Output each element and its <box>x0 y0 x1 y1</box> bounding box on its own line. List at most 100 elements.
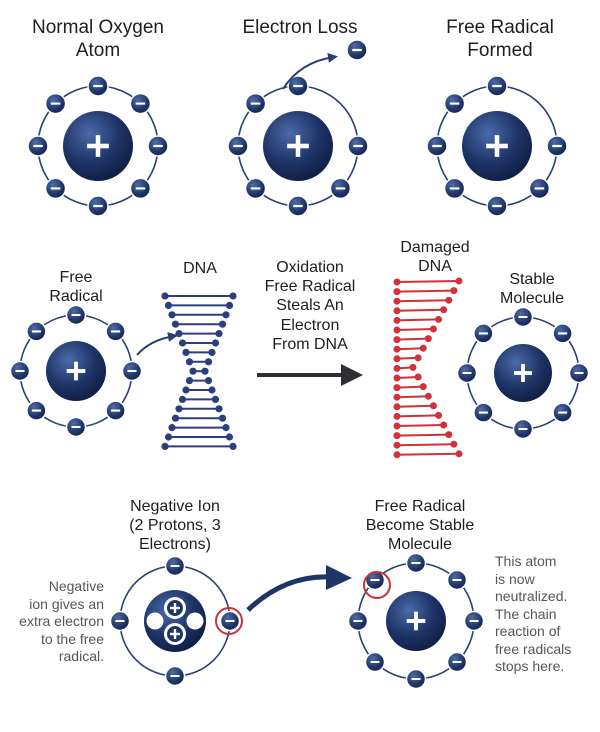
label-normal-oxygen-atom: Normal Oxygen Atom <box>32 17 164 61</box>
atom-negative-ion <box>109 555 241 687</box>
dna-base-pair <box>185 358 213 366</box>
atom-free-radical <box>9 304 143 438</box>
electron-icon <box>87 75 109 97</box>
positive-nucleus-icon <box>46 341 106 401</box>
atom-normal-oxygen <box>27 75 169 217</box>
electron-icon <box>129 92 152 115</box>
ion-nucleus <box>144 590 206 652</box>
dna-base-pair <box>178 339 220 347</box>
label-negative-ion: Negative Ion (2 Protons, 3 Electrons) <box>129 498 221 554</box>
atom-free-radical-stable <box>347 552 485 690</box>
electron-icon <box>65 304 87 326</box>
label-oxidation: Oxidation Free Radical Steals An Electro… <box>264 259 356 353</box>
electron-icon <box>109 610 131 632</box>
electron-transfer-arrow-icon <box>246 565 352 612</box>
electron-icon <box>552 402 573 423</box>
electron-icon <box>9 360 31 382</box>
damaged-base-pair <box>393 440 458 449</box>
atoms-layer <box>9 39 590 690</box>
damaged-base-pair <box>393 277 463 286</box>
electron-icon <box>244 92 267 115</box>
electron-icon <box>426 135 448 157</box>
dna-base-pair <box>175 330 223 338</box>
label-neutralized-note: This atom is now neutralized. The chain … <box>495 553 572 674</box>
atom-free-radical-formed <box>426 75 568 217</box>
electron-icon <box>164 555 186 577</box>
electron-icon <box>463 610 485 632</box>
dna-base-pair <box>182 386 216 394</box>
damaged-base-pair <box>393 296 453 305</box>
damaged-base-pair <box>393 354 422 363</box>
dna-base-pair <box>161 292 237 300</box>
proton-icon <box>164 597 186 619</box>
electron-icon <box>329 177 352 200</box>
dna-base-pair <box>189 367 209 375</box>
electron-icon <box>26 321 47 342</box>
electron-icon <box>568 362 590 384</box>
electron-icon <box>347 135 369 157</box>
electron-icon <box>164 665 186 687</box>
atom-stable-molecule <box>456 306 590 440</box>
electron-icon <box>287 75 309 97</box>
damaged-dna-strand <box>393 277 463 459</box>
electron-icon <box>105 321 126 342</box>
ion-inner-electron <box>146 612 164 630</box>
damaged-base-pair <box>393 325 437 334</box>
electron-icon <box>364 651 386 673</box>
electron-icon <box>446 569 468 591</box>
damaged-base-pair <box>393 392 432 401</box>
electron-icon <box>147 135 169 157</box>
electron-icon <box>27 135 49 157</box>
electron-icon <box>44 177 67 200</box>
electron-icon <box>473 323 494 344</box>
dna-base-pair <box>182 348 216 356</box>
electron-loss-arrow-icon <box>282 52 338 90</box>
label-dna: DNA <box>183 260 217 277</box>
dna-base-pair <box>178 395 220 403</box>
label-stable-molecule: Stable Molecule <box>499 271 565 308</box>
dna-strand <box>161 292 237 450</box>
electron-icon <box>552 323 573 344</box>
dna-base-pair <box>164 433 234 441</box>
electron-icon <box>473 402 494 423</box>
electron-icon <box>443 177 466 200</box>
electron-icon <box>121 360 143 382</box>
dna-base-pair <box>185 377 213 385</box>
damaged-base-pair <box>393 402 437 411</box>
electron-icon <box>546 135 568 157</box>
electron-icon <box>528 177 551 200</box>
electron-icon <box>446 651 468 673</box>
electron-icon <box>65 416 87 438</box>
damaged-base-pair <box>393 411 443 420</box>
dna-base-pair <box>161 442 237 450</box>
electron-icon <box>456 362 478 384</box>
dna-base-pair <box>175 405 223 413</box>
positive-nucleus-icon <box>462 111 532 181</box>
electron-icon <box>443 92 466 115</box>
donated-electron-highlight <box>215 607 243 635</box>
damaged-base-pair <box>393 450 463 459</box>
label-free-radical-formed: Free Radical Formed <box>446 17 554 61</box>
dna-base-pair <box>164 301 234 309</box>
electron-icon <box>244 177 267 200</box>
electron-icon <box>486 75 508 97</box>
damaged-base-pair <box>393 344 427 353</box>
electron-icon <box>219 610 241 632</box>
electron-icon <box>512 306 534 328</box>
damaged-base-pair <box>393 363 417 372</box>
damaged-base-pair <box>393 306 448 315</box>
received-electron-highlight <box>363 571 391 599</box>
damaged-base-pair <box>393 383 427 392</box>
electron-icon <box>227 135 249 157</box>
positive-nucleus-icon <box>263 111 333 181</box>
dna-base-pair <box>168 311 230 319</box>
damaged-base-pair <box>393 373 422 382</box>
electron-icon <box>405 668 427 690</box>
label-damaged-dna: Damaged DNA <box>400 239 470 276</box>
label-free-radical: Free Radical <box>49 269 103 306</box>
oxidation-arrow-icon <box>257 364 363 386</box>
dna-base-pair <box>171 414 227 422</box>
electron-icon <box>287 195 309 217</box>
steal-electron-arrow-icon <box>136 332 178 356</box>
